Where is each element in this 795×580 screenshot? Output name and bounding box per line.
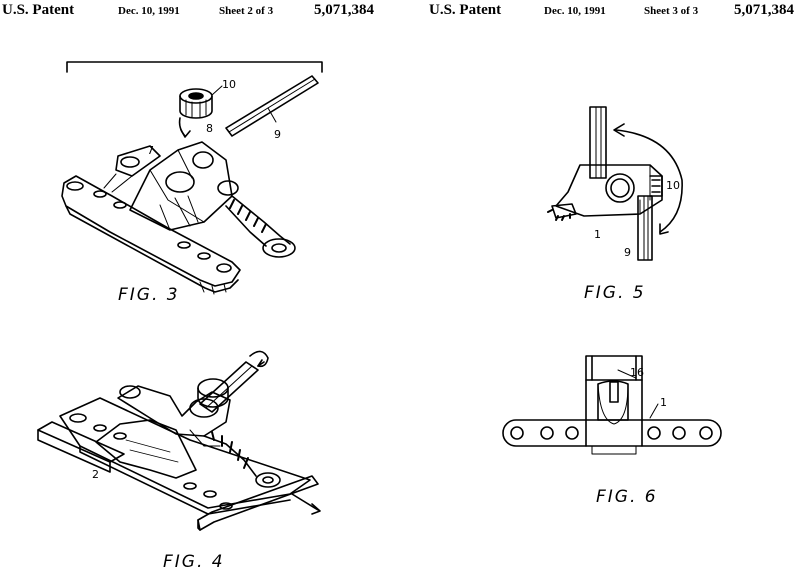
fig3-ref-10: 10 [222, 78, 236, 91]
fig5-ref-1: 1 [594, 228, 601, 241]
fig6-drawing [503, 356, 721, 454]
fig3-ref-8: 8 [206, 122, 213, 135]
fig4-drawing [38, 351, 320, 530]
fig6-ref-1: 1 [660, 396, 667, 409]
fig3-label: FIG. 3 [118, 285, 180, 305]
fig6-ref-16: 16 [630, 366, 644, 379]
fig4-ref-2: 2 [92, 468, 99, 481]
fig5-label: FIG. 5 [584, 283, 646, 303]
fig4-label: FIG. 4 [163, 552, 225, 572]
fig6-label: FIG. 6 [596, 487, 658, 507]
fig3-ref-7: 7 [147, 144, 154, 157]
fig3-ref-9: 9 [274, 128, 281, 141]
fig5-ref-9: 9 [624, 246, 631, 259]
fig5-drawing [548, 107, 682, 260]
fig3-drawing [62, 62, 322, 294]
fig5-ref-10: 10 [666, 179, 680, 192]
